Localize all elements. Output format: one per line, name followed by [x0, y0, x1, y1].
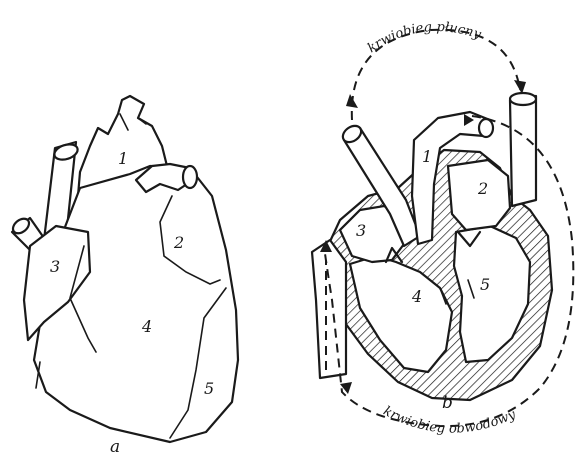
label-a-5: 5	[204, 379, 214, 398]
pulmonary-vein-b	[510, 96, 536, 206]
arrow-head-2	[514, 80, 526, 94]
label-b-5: 5	[480, 275, 490, 294]
label-b-1: 1	[422, 147, 432, 166]
label-a-2: 2	[173, 233, 184, 252]
label-b-4: 4	[411, 287, 422, 306]
caption-a: a	[110, 437, 120, 454]
heart-section	[312, 93, 552, 400]
label-a-4: 4	[141, 317, 152, 336]
vena-cava-b	[312, 240, 346, 378]
caption-b: b	[442, 393, 453, 413]
label-b-3: 3	[356, 221, 366, 240]
label-b-2: 2	[477, 179, 488, 198]
label-a-3: 3	[50, 257, 60, 276]
label-a-1: 1	[118, 149, 128, 168]
pulmonary-label: krwiobieg płucny	[365, 20, 483, 56]
